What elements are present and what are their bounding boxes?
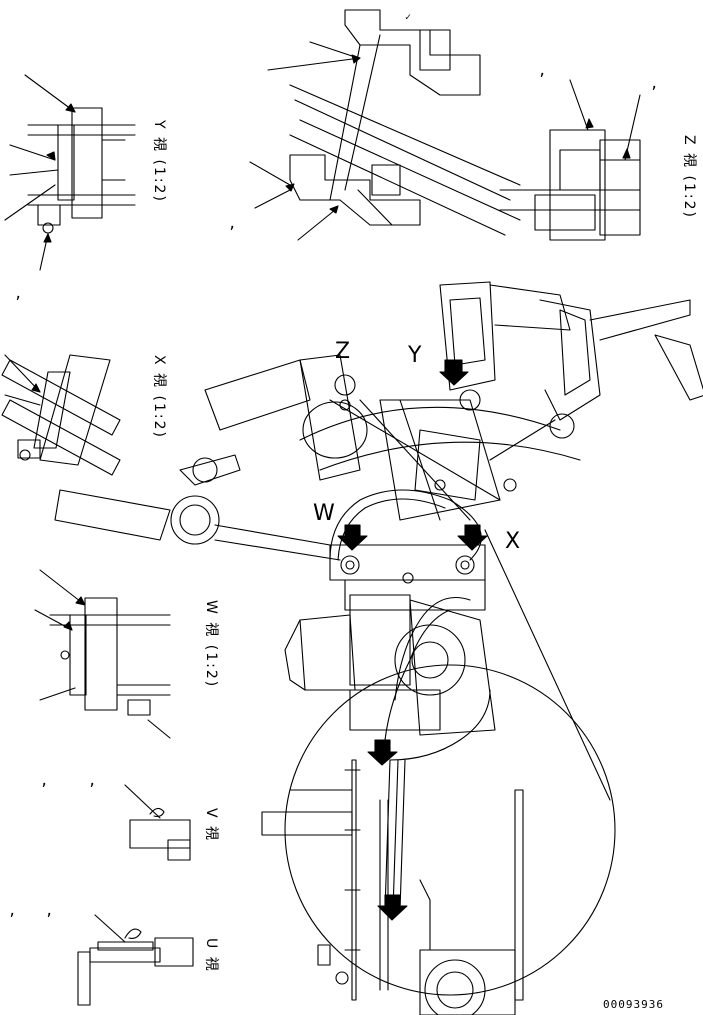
detail-v-view [124, 784, 191, 861]
callout-z: Z [335, 339, 350, 364]
svg-text:,: , [228, 216, 236, 232]
callout-x: X [505, 529, 520, 554]
svg-text:,: , [650, 76, 658, 92]
detail-u-view: , , [8, 903, 194, 1006]
drawing-number: 00093936 [603, 998, 664, 1011]
detail-top-center: ✓ , , [228, 9, 546, 241]
svg-text:,: , [8, 903, 16, 919]
main-assembly [54, 281, 703, 1015]
view-u-label: U 視 [203, 938, 219, 973]
svg-text:,: , [14, 286, 22, 302]
detail-w-view: , , [34, 569, 171, 789]
callout-w: W [313, 501, 335, 526]
detail-y-view: , [4, 74, 136, 302]
view-z-label: Z 視 (1:2) [681, 135, 697, 219]
callout-y: Y [407, 343, 422, 368]
detail-z-view: , [499, 76, 658, 241]
view-x-label: X 視 (1:2) [151, 355, 167, 439]
view-y-label: Y 視 (1:2) [151, 119, 167, 203]
view-v-label: V 視 [203, 808, 219, 842]
svg-text:✓: ✓ [405, 12, 411, 23]
svg-text:,: , [40, 773, 48, 789]
detail-x-view [1, 354, 121, 476]
svg-text:,: , [538, 63, 546, 79]
svg-text:,: , [88, 773, 96, 789]
view-w-label: W 視 (1:2) [203, 600, 219, 688]
svg-text:,: , [45, 903, 53, 919]
